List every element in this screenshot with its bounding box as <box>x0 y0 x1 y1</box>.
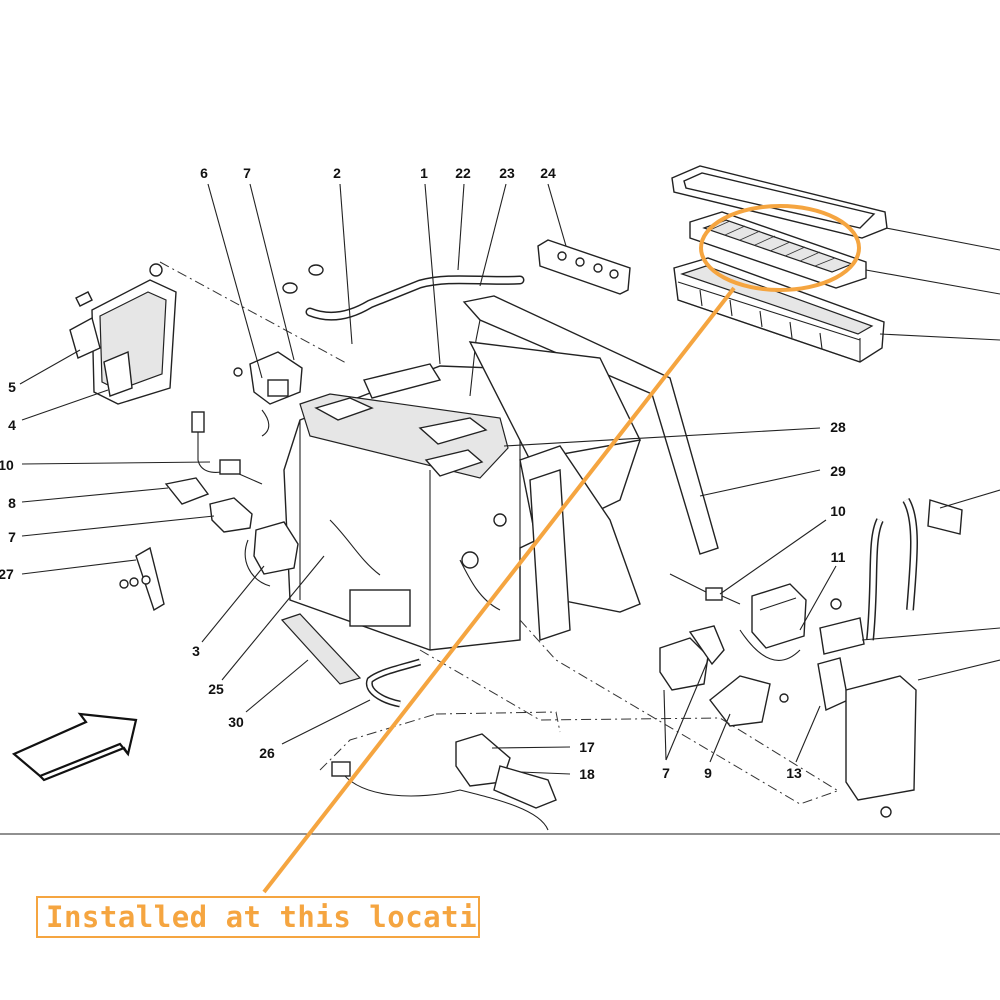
filter-pad-30[interactable] <box>280 613 362 685</box>
part-label: 7 <box>8 529 16 545</box>
front-direction-arrow-icon <box>11 712 138 782</box>
part-label: 17 <box>579 739 595 755</box>
bracket-12[interactable] <box>819 598 865 655</box>
connector-block-24[interactable] <box>537 239 631 295</box>
blower-frame[interactable] <box>462 295 719 641</box>
part-label: 28 <box>830 419 846 435</box>
part-number-labels: 6 7 2 1 22 23 24 5 4 10 8 7 27 3 25 30 2… <box>0 165 846 782</box>
part-label: 6 <box>200 165 208 181</box>
drier-13[interactable] <box>817 657 917 818</box>
filter-highlight-callout <box>262 204 861 894</box>
part-label: 10 <box>0 457 14 473</box>
part-label: 11 <box>831 549 846 565</box>
heater-pipes[interactable] <box>282 257 525 321</box>
filter-leader-lines <box>865 227 1000 341</box>
connector-10-left[interactable] <box>191 411 263 485</box>
part-label: 7 <box>662 765 670 781</box>
part-label: 23 <box>499 165 515 181</box>
part-label: 18 <box>579 766 595 782</box>
sensor-3[interactable] <box>244 521 299 587</box>
pipe-assembly-right[interactable] <box>866 497 963 641</box>
bracket-27[interactable] <box>119 546 165 612</box>
actuator-7-right[interactable] <box>659 625 725 691</box>
part-label: 1 <box>420 165 428 181</box>
part-label: 26 <box>259 745 275 761</box>
part-label: 7 <box>243 165 251 181</box>
cabin-filter-housing[interactable] <box>673 257 885 363</box>
drain-hose-26[interactable] <box>365 658 422 708</box>
part-label: 10 <box>830 503 846 519</box>
part-label: 25 <box>208 681 224 697</box>
part-label: 8 <box>8 495 16 511</box>
part-label: 27 <box>0 566 14 582</box>
motor-17-18[interactable] <box>331 733 557 831</box>
installed-location-callout-text: Installed at this location <box>36 896 480 938</box>
label-leader-lines <box>19 183 1000 775</box>
part-label: 9 <box>704 765 712 781</box>
part-label: 22 <box>455 165 471 181</box>
part-label: 5 <box>8 379 16 395</box>
part-label: 3 <box>192 643 200 659</box>
part-label: 4 <box>8 417 16 433</box>
part-label: 13 <box>786 765 802 781</box>
bracket-8[interactable] <box>164 477 210 505</box>
part-label: 29 <box>830 463 846 479</box>
sensor-7-lower[interactable] <box>209 497 253 533</box>
cabin-air-filter[interactable] <box>689 211 867 289</box>
resistor-11[interactable] <box>739 583 807 661</box>
part-label: 24 <box>540 165 556 181</box>
part-label: 2 <box>333 165 341 181</box>
control-module[interactable] <box>69 263 177 405</box>
part-label: 30 <box>228 714 244 730</box>
sensor-6-7[interactable] <box>233 351 303 437</box>
connector-10-right[interactable] <box>669 573 741 605</box>
